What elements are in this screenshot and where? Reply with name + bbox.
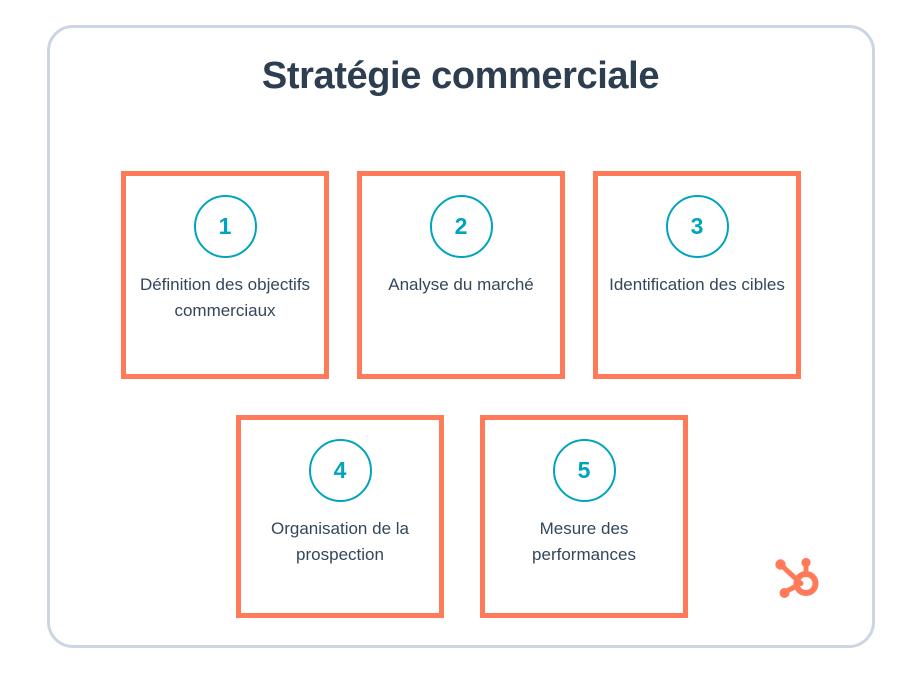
step-label-4: Organisation de la prospection — [271, 519, 409, 564]
step-card-1: 1 Définition des objectifs commerciaux — [121, 171, 329, 379]
step-number-5: 5 — [577, 457, 591, 483]
step-number-circle-1: 1 — [193, 195, 257, 258]
step-card-5: 5 Mesure des performances — [480, 415, 688, 618]
step-label-5: Mesure des performances — [532, 519, 636, 564]
step-card-4: 4 Organisation de la prospection — [236, 415, 444, 618]
step-number-1: 1 — [218, 213, 232, 239]
step-number-circle-4: 4 — [308, 439, 372, 502]
step-label-1: Définition des objectifs commerciaux — [139, 275, 311, 320]
step-number-4: 4 — [333, 457, 347, 483]
page-title: Stratégie commerciale — [261, 55, 660, 97]
step-card-3: 3 Identification des cibles — [593, 171, 801, 379]
step-number-3: 3 — [690, 213, 704, 239]
step-card-2: 2 Analyse du marché — [357, 171, 565, 379]
step-number-circle-2: 2 — [429, 195, 493, 258]
hubspot-sprocket-logo — [768, 552, 824, 608]
step-label-2: Analyse du marché — [388, 275, 534, 294]
step-number-2: 2 — [454, 213, 468, 239]
step-label-3: Identification des cibles — [609, 275, 785, 294]
step-number-circle-3: 3 — [665, 195, 729, 258]
step-number-circle-5: 5 — [552, 439, 616, 502]
